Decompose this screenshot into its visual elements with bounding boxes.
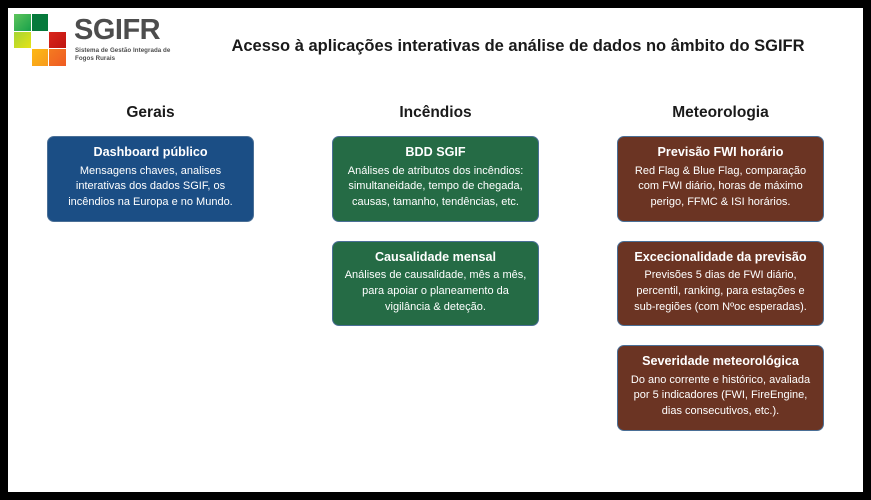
column-header-meteorologia: Meteorologia xyxy=(672,104,769,121)
page-title: Acesso à aplicações interativas de análi… xyxy=(231,37,805,55)
logo-wordmark: SGIFR xyxy=(74,14,161,46)
column-meteorologia: Meteorologia Previsão FWI horário Red Fl… xyxy=(578,104,863,450)
card-description: Previsões 5 dias de FWI diário, percenti… xyxy=(634,269,807,313)
card-description: Análises de atributos dos incêndios: sim… xyxy=(347,164,524,208)
card-excecionalidade-da-previsao[interactable]: Excecionalidade da previsão Previsões 5 … xyxy=(617,240,824,327)
column-gerais: Gerais Dashboard público Mensagens chave… xyxy=(8,104,293,450)
logo-tile-empty-top xyxy=(49,14,66,31)
column-header-incendios: Incêndios xyxy=(399,104,472,121)
card-description: Mensagens chaves, analises interativas d… xyxy=(68,164,233,208)
card-title: Severidade meteorológica xyxy=(642,354,799,369)
slide-canvas: SGIFR Sistema de Gestão Integrada de Fog… xyxy=(8,8,863,492)
columns-container: Gerais Dashboard público Mensagens chave… xyxy=(8,104,863,450)
card-dashboard-publico[interactable]: Dashboard público Mensagens chaves, anal… xyxy=(47,136,254,222)
logo-tile-orange-yellow xyxy=(31,49,49,66)
card-description: Red Flag & Blue Flag, comparação com FWI… xyxy=(634,164,807,208)
column-incendios: Incêndios BDD SGIF Análises de atributos… xyxy=(293,104,578,450)
card-causalidade-mensal[interactable]: Causalidade mensal Análises de causalida… xyxy=(332,240,539,327)
card-title: Previsão FWI horário xyxy=(657,145,784,159)
card-description: Do ano corrente e histórico, avaliada po… xyxy=(630,373,811,418)
logo-tile-empty-bottom xyxy=(14,49,31,66)
card-title: Dashboard público xyxy=(93,145,208,159)
slide-header: SGIFR Sistema de Gestão Integrada de Fog… xyxy=(8,8,863,88)
card-title: Excecionalidade da previsão xyxy=(634,249,807,264)
logo-tile-yellow-green xyxy=(14,31,31,49)
column-header-gerais: Gerais xyxy=(126,104,175,121)
logo-tile-orange xyxy=(49,49,66,66)
logo-tagline: Sistema de Gestão Integrada de Fogos Rur… xyxy=(75,47,171,63)
card-severidade-meteorologica[interactable]: Severidade meteorológica Do ano corrente… xyxy=(617,345,824,431)
logo-tile-red xyxy=(49,31,66,49)
card-bdd-sgif[interactable]: BDD SGIF Análises de atributos dos incên… xyxy=(332,136,539,222)
logo-tile-green-dark xyxy=(31,14,49,31)
logo-tile-white xyxy=(31,31,49,49)
sgifr-logo: SGIFR Sistema de Gestão Integrada de Fog… xyxy=(14,14,174,74)
card-title: BDD SGIF xyxy=(405,145,466,159)
card-description: Análises de causalidade, mês a mês, para… xyxy=(344,269,527,313)
card-previsao-fwi-horario[interactable]: Previsão FWI horário Red Flag & Blue Fla… xyxy=(617,136,824,222)
logo-tile-green-light xyxy=(14,14,31,31)
sgifr-logo-mark-icon xyxy=(14,14,66,66)
card-title: Causalidade mensal xyxy=(374,249,497,264)
